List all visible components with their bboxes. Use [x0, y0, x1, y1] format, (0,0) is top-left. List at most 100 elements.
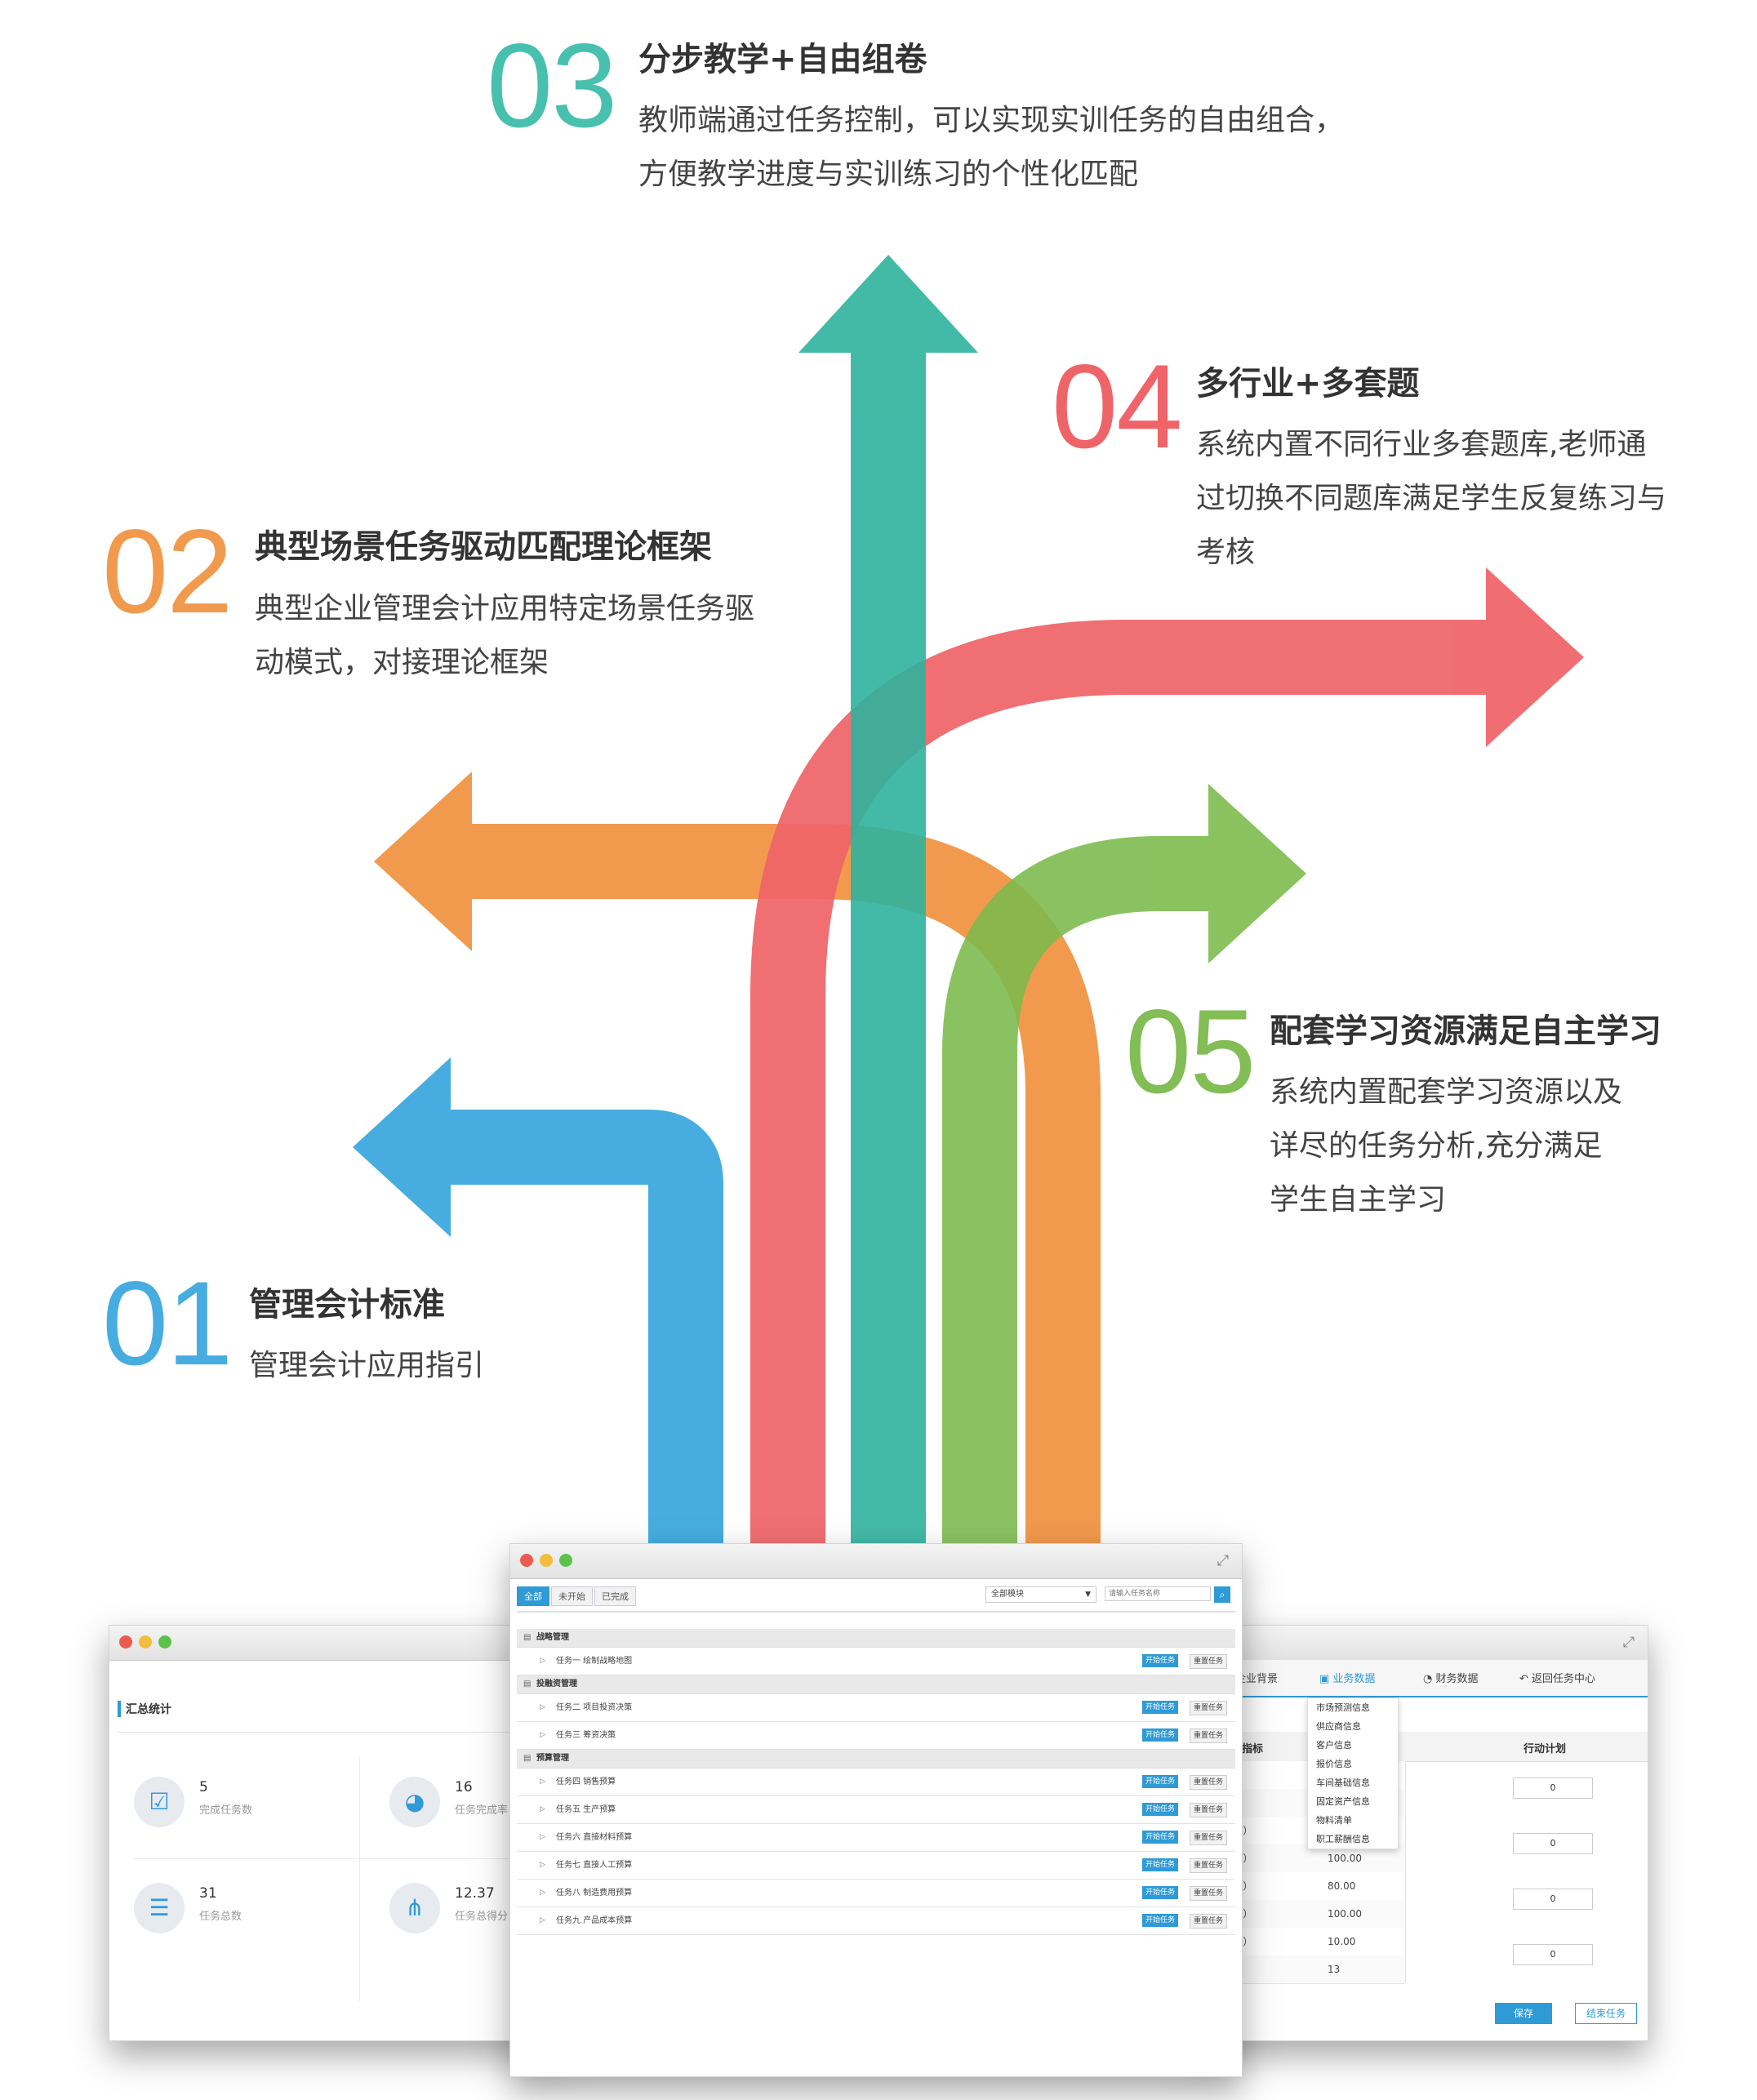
section-title: 汇总统计: [118, 1701, 171, 1717]
task-list: 战略管理任务一 绘制战略地图开始任务重置任务投融资管理任务二 项目投资决策开始任…: [517, 1629, 1235, 1935]
list-icon: ☰: [134, 1883, 185, 1933]
reset-task-button[interactable]: 重置任务: [1189, 1775, 1227, 1790]
search-icon[interactable]: ⌕: [1214, 1586, 1230, 1603]
module-select[interactable]: 全部模块 ▼: [985, 1586, 1096, 1603]
task-group-header: 投融资管理: [517, 1675, 1235, 1694]
nav-financial-data[interactable]: ◔ 财务数据: [1423, 1670, 1479, 1685]
close-window-button[interactable]: [119, 1635, 132, 1648]
metric-target: 10.00: [1328, 1936, 1356, 1947]
nav-label: 返回任务中心: [1532, 1673, 1596, 1685]
plan-input[interactable]: 0: [1513, 1777, 1593, 1799]
feature-description: 系统内置不同行业多套题库,老师通过切换不同题库满足学生反复练习与考核: [1196, 418, 1666, 580]
task-name: 任务七 直接人工预算: [556, 1861, 633, 1870]
close-window-button[interactable]: [520, 1554, 533, 1567]
window-titlebar: ⤢: [510, 1544, 1242, 1579]
expand-icon[interactable]: ⤢: [1622, 1634, 1635, 1651]
feature-description: 典型企业管理会计应用特定场景任务驱动模式，对接理论框架: [255, 582, 754, 690]
monitor-icon: ▣: [1319, 1673, 1333, 1685]
summary-window: 汇总统计 ☑ 5 完成任务数 ◕ 16 任务完成率 ☰ 31 任务总数 ⋔ 12…: [109, 1625, 567, 2041]
nav-company-background[interactable]: 企业背景: [1235, 1673, 1279, 1685]
metric-target: 100.00: [1328, 1853, 1362, 1864]
divider: [134, 1858, 542, 1859]
task-name: 任务二 项目投资决策: [556, 1703, 633, 1712]
save-button[interactable]: 保存: [1495, 2003, 1552, 2024]
feature-title: 分步教学+自由组卷: [638, 41, 927, 78]
reset-task-button[interactable]: 重置任务: [1189, 1701, 1227, 1715]
start-task-button[interactable]: 开始任务: [1141, 1886, 1178, 1899]
minimize-window-button[interactable]: [540, 1554, 553, 1567]
menu-item[interactable]: 报价信息: [1316, 1759, 1352, 1769]
stat-value: 31: [199, 1885, 217, 1902]
feature-number: 02: [102, 505, 233, 638]
reset-task-button[interactable]: 重置任务: [1189, 1654, 1227, 1669]
description-line: 动模式，对接理论框架: [255, 646, 549, 679]
share-nodes-icon: ⋔: [389, 1883, 440, 1933]
reset-task-button[interactable]: 重置任务: [1189, 1803, 1227, 1817]
feature-number: 03: [487, 19, 617, 152]
chevron-down-icon: ▼: [1085, 1591, 1091, 1599]
business-data-window: ⤢ 企业背景 ▣ 业务数据 ◔ 财务数据 ↶ 返回任务中心 指标 标值 行动计划…: [1184, 1625, 1648, 2041]
task-name: 任务四 销售预算: [556, 1777, 616, 1786]
stat-label: 任务总得分: [455, 1911, 509, 1923]
tab-not-started[interactable]: 未开始: [551, 1586, 593, 1606]
divider: [118, 1732, 558, 1733]
reset-task-button[interactable]: 重置任务: [1189, 1858, 1227, 1873]
nav-label: 业务数据: [1332, 1673, 1376, 1685]
arrow-01-blue: [353, 1057, 723, 1543]
window-titlebar: [109, 1626, 567, 1661]
description-line: 详尽的任务分析,充分满足: [1270, 1129, 1603, 1163]
menu-item[interactable]: 物料清单: [1316, 1815, 1352, 1826]
plan-input[interactable]: 0: [1513, 1889, 1593, 1910]
menu-item[interactable]: 职工薪酬信息: [1316, 1834, 1370, 1844]
feature-number: 04: [1052, 340, 1182, 473]
task-group-header: 预算管理: [517, 1750, 1235, 1769]
maximize-window-button[interactable]: [559, 1554, 572, 1567]
search-input[interactable]: [1105, 1586, 1211, 1601]
maximize-window-button[interactable]: [158, 1635, 171, 1648]
stat-label: 任务总数: [199, 1911, 242, 1923]
description-line: 系统内置不同行业多套题库,老师通: [1196, 428, 1647, 461]
plan-input[interactable]: 0: [1513, 1944, 1593, 1965]
task-name: 任务五 生产预算: [556, 1805, 616, 1814]
menu-item[interactable]: 市场预测信息: [1316, 1702, 1370, 1713]
reset-task-button[interactable]: 重置任务: [1189, 1886, 1227, 1901]
menu-item[interactable]: 客户信息: [1316, 1740, 1352, 1751]
start-task-button[interactable]: 开始任务: [1141, 1858, 1178, 1871]
plan-input[interactable]: 0: [1513, 1833, 1593, 1854]
start-task-button[interactable]: 开始任务: [1141, 1654, 1178, 1667]
arrow-05-green: [942, 784, 1306, 1543]
minimize-window-button[interactable]: [139, 1635, 152, 1648]
feature-description: 教师端通过任务控制，可以实现实训任务的自由组合，方便教学进度与实训练习的个性化匹…: [638, 94, 1344, 202]
reset-task-button[interactable]: 重置任务: [1189, 1831, 1227, 1845]
start-task-button[interactable]: 开始任务: [1141, 1775, 1178, 1788]
menu-item[interactable]: 固定资产信息: [1316, 1796, 1370, 1807]
start-task-button[interactable]: 开始任务: [1141, 1803, 1178, 1816]
start-task-button[interactable]: 开始任务: [1141, 1831, 1178, 1844]
column-plan: 行动计划: [1523, 1743, 1567, 1755]
tab-completed[interactable]: 已完成: [594, 1586, 636, 1606]
nav-return-task-center[interactable]: ↶ 返回任务中心: [1519, 1670, 1595, 1685]
task-name: 任务八 制造费用预算: [556, 1889, 633, 1898]
end-task-button[interactable]: 结束任务: [1575, 2003, 1637, 2024]
menu-item[interactable]: 供应商信息: [1316, 1721, 1361, 1732]
reset-task-button[interactable]: 重置任务: [1189, 1728, 1227, 1743]
nav-business-data[interactable]: ▣ 业务数据: [1319, 1670, 1375, 1685]
reset-task-button[interactable]: 重置任务: [1189, 1914, 1227, 1929]
arrow-03-teal: [798, 255, 978, 1543]
menu-item[interactable]: 车间基础信息: [1316, 1777, 1370, 1788]
start-task-button[interactable]: 开始任务: [1141, 1701, 1178, 1714]
expand-icon[interactable]: ⤢: [1217, 1552, 1230, 1569]
tab-all[interactable]: 全部: [517, 1586, 549, 1606]
business-data-menu: 市场预测信息供应商信息客户信息报价信息车间基础信息固定资产信息物料清单职工薪酬信…: [1307, 1697, 1399, 1849]
metric-target: 100.00: [1328, 1908, 1362, 1920]
description-line: 教师端通过任务控制，可以实现实训任务的自由组合，: [638, 104, 1345, 137]
start-task-button[interactable]: 开始任务: [1141, 1914, 1178, 1927]
feature-number: 01: [102, 1257, 233, 1390]
start-task-button[interactable]: 开始任务: [1141, 1728, 1178, 1742]
